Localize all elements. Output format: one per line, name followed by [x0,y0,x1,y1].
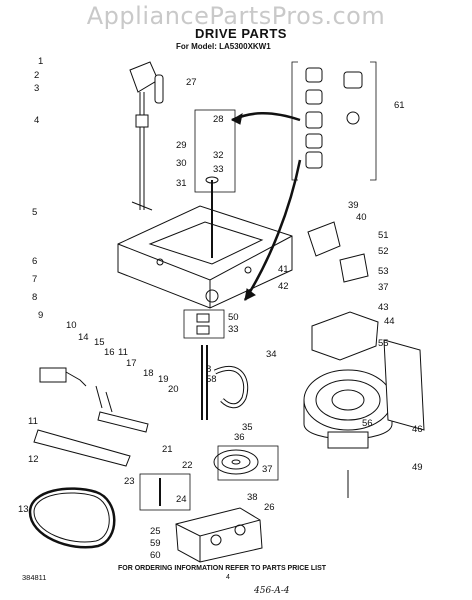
callout-8b: 8 [206,364,211,375]
linkage-parts [39,367,149,433]
drive-motor [303,369,393,449]
callout-50: 50 [228,312,239,323]
base-plate [117,176,293,309]
callout-49: 49 [412,462,423,473]
callout-24: 24 [176,494,187,505]
callout-34: 34 [266,349,277,360]
transmission [175,507,263,563]
callout-5: 5 [32,207,37,218]
callout-53: 53 [378,266,389,277]
callout-36: 36 [234,432,245,443]
callout-59: 59 [150,538,161,549]
page-title: DRIVE PARTS [195,26,287,41]
callout-2: 2 [34,70,39,81]
callout-61: 61 [394,100,405,111]
callout-19: 19 [158,374,169,385]
callout-7: 7 [32,274,37,285]
callout-6: 6 [32,256,37,267]
callout-12: 12 [28,454,39,465]
callout-21: 21 [162,444,173,455]
callout-28: 28 [213,114,224,125]
callout-3: 3 [34,83,39,94]
watermark: AppliancePartsPros.com [86,2,386,30]
callout-55: 55 [378,338,389,349]
callout-11: 11 [28,416,38,427]
page-number: 4 [226,574,230,581]
model-subtitle: For Model: LA5300XKW1 [176,42,271,51]
callout-22: 22 [182,460,193,471]
callout-23: 23 [124,476,135,487]
ordering-note: FOR ORDERING INFORMATION REFER TO PARTS … [118,565,327,572]
callout-35: 35 [242,422,253,433]
callout-58: 58 [206,374,217,385]
callout-16: 16 [104,347,115,358]
callout-40: 40 [356,212,367,223]
callout-37: 37 [262,464,273,475]
callout-42: 42 [278,281,289,292]
callout-32: 32 [213,150,224,161]
callout-17: 17 [126,358,137,369]
callout-56: 56 [362,418,373,429]
callout-18: 18 [143,368,154,379]
callout-41: 41 [278,264,289,275]
handwritten-note: 456-A-4 [254,586,290,596]
callout-20: 20 [168,384,179,395]
callout-31: 31 [176,178,187,189]
callout-33: 33 [213,164,224,175]
callout-15: 15 [94,337,105,348]
callout-1: 1 [38,56,43,67]
callout-52: 52 [378,246,389,257]
callout-numbers: 1 2 3 4 5 6 7 8 9 10 11 12 13 14 15 16 1… [18,56,423,561]
callout-13: 13 [18,504,29,515]
callout-14: 14 [78,332,89,343]
shaft-parts-kit [305,67,363,169]
document-number: 384811 [22,573,47,582]
callout-30: 30 [176,158,187,169]
callout-39: 39 [348,200,359,211]
callout-4: 4 [34,115,39,126]
callout-37b: 37 [378,282,389,293]
callout-9: 9 [38,310,43,321]
callout-26: 26 [264,502,275,513]
callout-46: 46 [412,424,423,435]
callout-44: 44 [384,316,395,327]
bracket-assembly [129,61,164,211]
callout-10: 10 [66,320,77,331]
pulley [213,449,259,475]
callout-8: 8 [32,292,37,303]
callout-38: 38 [247,492,258,503]
callout-11b: 11 [118,347,128,358]
callout-60: 60 [150,550,161,561]
callout-43: 43 [378,302,389,313]
callout-51: 51 [378,230,389,241]
callout-29: 29 [176,140,187,151]
callout-27: 27 [186,77,197,88]
callout-33b: 33 [228,324,239,335]
callout-25: 25 [150,526,161,537]
